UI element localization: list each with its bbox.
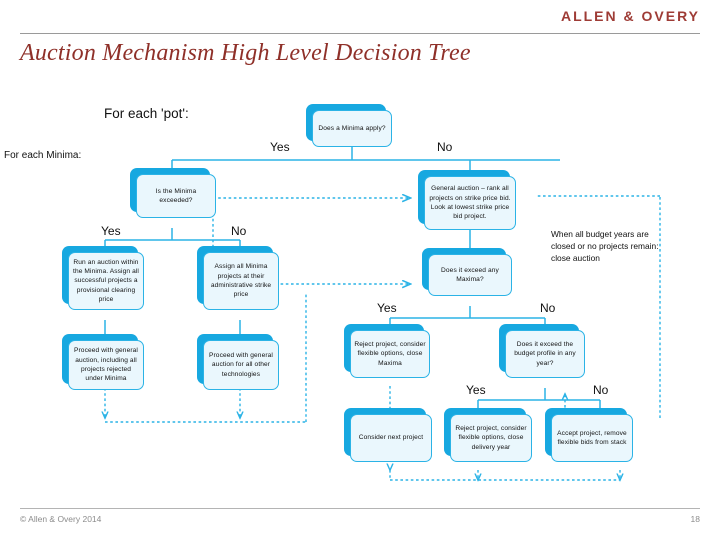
- node-label: Is the Minima exceeded?: [136, 174, 216, 218]
- header-divider: [20, 33, 700, 34]
- node-label: Reject project, consider flexible option…: [450, 414, 532, 462]
- swimlane-label-for-each-minima: For each Minima:: [4, 150, 82, 161]
- copyright-text: © Allen & Overy 2014: [20, 514, 102, 524]
- node-label: Proceed with general auction, including …: [68, 340, 144, 390]
- node-does-it-exceed-budget-profile[interactable]: Does it exceed the budget profile in any…: [499, 324, 585, 378]
- edge-label-minima-exceed-no: No: [231, 224, 247, 238]
- node-proceed-general-auction-other[interactable]: Proceed with general auction for all oth…: [197, 334, 279, 390]
- node-does-it-exceed-maxima[interactable]: Does it exceed any Maxima?: [422, 248, 512, 296]
- node-label: Does it exceed any Maxima?: [428, 254, 512, 296]
- node-label: Proceed with general auction for all oth…: [203, 340, 279, 390]
- node-run-auction-within-minima[interactable]: Run an auction within the Minima. Assign…: [62, 246, 144, 310]
- node-reject-close-delivery-year[interactable]: Reject project, consider flexible option…: [444, 408, 532, 462]
- node-assign-all-minima[interactable]: Assign all Minima projects at their admi…: [197, 246, 279, 310]
- decision-tree-diagram: For each 'pot': For each Minima: Yes No …: [0, 88, 720, 500]
- edge-label-maxima-no: No: [540, 301, 556, 315]
- node-reject-close-maxima[interactable]: Reject project, consider flexible option…: [344, 324, 430, 378]
- brand-logo: ALLEN & OVERY: [560, 8, 700, 24]
- edge-label-budget-yes: Yes: [466, 383, 486, 397]
- connector-lines: [0, 147, 661, 500]
- node-accept-project[interactable]: Accept project, remove flexible bids fro…: [545, 408, 633, 462]
- node-is-minima-exceeded[interactable]: Is the Minima exceeded?: [130, 168, 216, 218]
- node-proceed-general-auction-minima[interactable]: Proceed with general auction, including …: [62, 334, 144, 390]
- edge-label-maxima-yes: Yes: [377, 301, 397, 315]
- node-label: Accept project, remove flexible bids fro…: [551, 414, 633, 462]
- node-label: General auction – rank all projects on s…: [424, 176, 516, 230]
- page-number: 18: [690, 514, 700, 524]
- node-general-auction-rank[interactable]: General auction – rank all projects on s…: [418, 170, 516, 230]
- swimlane-label-for-each-pot: For each 'pot':: [104, 106, 189, 121]
- node-does-minima-apply[interactable]: Does a Minima apply?: [306, 104, 392, 147]
- node-consider-next-project[interactable]: Consider next project: [344, 408, 432, 462]
- node-label: Reject project, consider flexible option…: [350, 330, 430, 378]
- node-label: Does a Minima apply?: [312, 110, 392, 147]
- close-auction-annotation: When all budget years are closed or no p…: [551, 229, 659, 264]
- edge-label-minima-exceed-yes: Yes: [101, 224, 121, 238]
- page-title: Auction Mechanism High Level Decision Tr…: [20, 40, 471, 66]
- edge-label-minima-apply-yes: Yes: [270, 140, 290, 154]
- node-label: Does it exceed the budget profile in any…: [505, 330, 585, 378]
- node-label: Assign all Minima projects at their admi…: [203, 252, 279, 310]
- node-label: Run an auction within the Minima. Assign…: [68, 252, 144, 310]
- edge-label-budget-no: No: [593, 383, 609, 397]
- edge-label-minima-apply-no: No: [437, 140, 453, 154]
- footer-divider: [20, 508, 700, 509]
- node-label: Consider next project: [350, 414, 432, 462]
